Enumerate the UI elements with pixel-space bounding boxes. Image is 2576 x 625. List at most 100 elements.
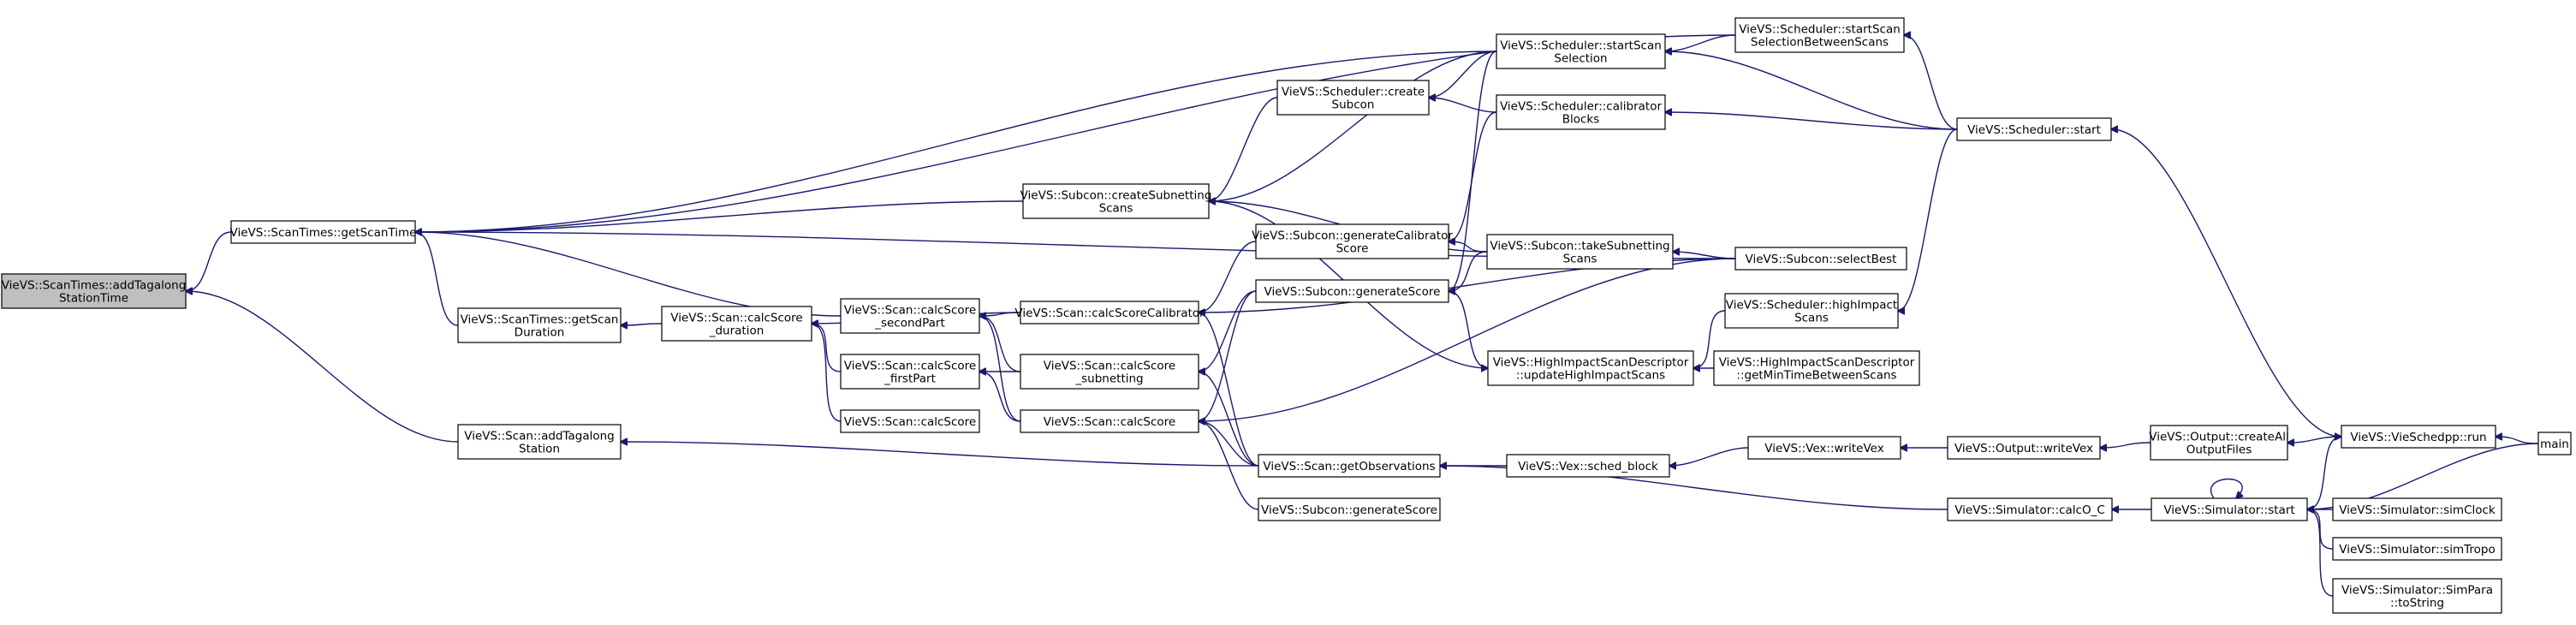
node-box[interactable] [1022, 183, 1210, 219]
node-label-line: VieVS::Scheduler::startScan [1739, 23, 1901, 37]
node-selectBest[interactable]: VieVS::Subcon::selectBest [1734, 247, 1907, 271]
node-subconGenerateScoreBottom[interactable]: VieVS::Subcon::generateScore [1258, 497, 1441, 521]
node-box[interactable] [1724, 293, 1899, 329]
node-box[interactable] [1713, 350, 1920, 386]
node-box[interactable] [2151, 497, 2308, 521]
node-box[interactable] [1496, 94, 1666, 130]
edge-schedulerStart-to-startScanSelectionBetweenScans [1904, 35, 1958, 130]
node-label-line: Subcon [1332, 98, 1375, 112]
node-label-line: VieVS::Scan::addTagalong [464, 430, 615, 443]
node-box[interactable] [840, 354, 980, 390]
node-box[interactable] [2332, 497, 2502, 521]
node-label-line: VieVS::Vex::sched_block [1518, 460, 1658, 473]
node-calcScoreSecondPart[interactable]: VieVS::Scan::calcScore_secondPart [840, 298, 980, 334]
node-vieSchedppRun[interactable]: VieVS::VieSchedpp::run [2341, 425, 2496, 449]
node-box[interactable] [1956, 117, 2112, 141]
node-box[interactable] [1255, 223, 1449, 259]
node-label-line: VieVS::Simulator::start [2163, 503, 2294, 517]
node-calcScoreFirstPart[interactable]: VieVS::Scan::calcScore_firstPart [840, 354, 980, 390]
node-simClock[interactable]: VieVS::Simulator::simClock [2332, 497, 2502, 521]
node-simTropo[interactable]: VieVS::Simulator::simTropo [2332, 537, 2502, 561]
node-label-line: SelectionBetweenScans [1751, 36, 1889, 50]
edge-schedulerStart-to-startScanSelection [1665, 51, 1958, 130]
node-box[interactable] [1734, 247, 1907, 271]
edge-generateCalibratorScore-to-calcScoreCalibrator [1199, 241, 1257, 312]
edge-addTagalongStation-to-addTagalongStationTime [186, 291, 459, 443]
node-label-line: ::toString [2390, 597, 2444, 610]
node-simParaToString[interactable]: VieVS::Simulator::SimPara::toString [2332, 578, 2502, 614]
node-box[interactable] [457, 424, 622, 460]
node-box[interactable] [1747, 436, 1901, 460]
node-calcScoreCalibrator[interactable]: VieVS::Scan::calcScoreCalibrator [1014, 301, 1205, 324]
node-box[interactable] [1947, 436, 2101, 460]
node-box[interactable] [230, 220, 416, 244]
node-startScanSelectionBetweenScans[interactable]: VieVS::Scheduler::startScanSelectionBetw… [1734, 17, 1905, 53]
node-calcScoreDuration[interactable]: VieVS::Scan::calcScore_duration [661, 306, 812, 342]
node-box[interactable] [457, 307, 622, 343]
node-getObservations[interactable]: VieVS::Scan::getObservations [1258, 454, 1441, 478]
node-box[interactable] [840, 298, 980, 334]
node-box[interactable] [1258, 454, 1441, 478]
node-getMinTimeBetweenScans[interactable]: VieVS::HighImpactScanDescriptor::getMinT… [1713, 350, 1920, 386]
nodes: VieVS::ScanTimes::addTagalongStationTime… [1, 17, 2572, 614]
node-box[interactable] [1486, 234, 1674, 270]
node-box[interactable] [840, 409, 980, 433]
edge-getObservations-to-scanCalcScoreB [1199, 421, 1259, 467]
node-box[interactable] [1506, 454, 1670, 478]
node-box[interactable] [2341, 425, 2496, 449]
node-label-line: VieVS::VieSchedpp::run [2350, 431, 2486, 444]
node-box[interactable] [1020, 409, 1199, 433]
node-box[interactable] [1734, 17, 1905, 53]
node-label-line: VieVS::Scan::getObservations [1263, 460, 1435, 473]
node-box[interactable] [2150, 425, 2288, 461]
node-box[interactable] [1947, 497, 2113, 521]
edge-subconGenerateScoreBottom-to-scanCalcScoreB [1199, 421, 1259, 510]
node-box[interactable] [1258, 497, 1441, 521]
node-main[interactable]: main [2537, 432, 2572, 455]
node-label-line: Scans [1099, 202, 1133, 216]
node-box[interactable] [1020, 301, 1199, 324]
node-label-line: Scans [1563, 253, 1597, 266]
node-box[interactable] [661, 306, 812, 342]
node-scanCalcScoreB[interactable]: VieVS::Scan::calcScore [1020, 409, 1199, 433]
node-calcOC[interactable]: VieVS::Simulator::calcO_C [1947, 497, 2113, 521]
node-schedBlock[interactable]: VieVS::Vex::sched_block [1506, 454, 1670, 478]
node-vexWriteVex[interactable]: VieVS::Vex::writeVex [1747, 436, 1901, 460]
node-box[interactable] [1255, 279, 1449, 303]
node-label-line: VieVS::ScanTimes::getScan [461, 313, 619, 327]
node-label-line: VieVS::Simulator::simClock [2339, 503, 2496, 517]
node-box[interactable] [2332, 578, 2502, 614]
node-outputWriteVex[interactable]: VieVS::Output::writeVex [1947, 436, 2101, 460]
node-box[interactable] [1496, 33, 1666, 69]
node-box[interactable] [2332, 537, 2502, 561]
node-label-line: ::updateHighImpactScans [1516, 369, 1665, 383]
node-scanCalcScoreA[interactable]: VieVS::Scan::calcScore [840, 409, 980, 433]
node-box[interactable] [1020, 354, 1199, 390]
node-label-line: Scans [1794, 312, 1829, 325]
node-getScanTime[interactable]: VieVS::ScanTimes::getScanTime [230, 220, 417, 244]
node-box[interactable] [2537, 432, 2572, 455]
node-box[interactable] [1487, 350, 1694, 386]
edge-calcScoreSecondPart-to-getScanTime [415, 232, 842, 317]
node-simulatorStart[interactable]: VieVS::Simulator::start [2151, 497, 2308, 521]
node-updateHighImpactScans[interactable]: VieVS::HighImpactScanDescriptor::updateH… [1487, 350, 1694, 386]
node-label-line: _subnetting [1074, 372, 1143, 386]
node-schedulerStart[interactable]: VieVS::Scheduler::start [1956, 117, 2112, 141]
node-box[interactable] [1, 273, 187, 309]
node-subconGenerateScore[interactable]: VieVS::Subcon::generateScore [1255, 279, 1449, 303]
node-calcScoreSubnetting[interactable]: VieVS::Scan::calcScore_subnetting [1020, 354, 1199, 390]
node-box[interactable] [1276, 80, 1430, 116]
edge-scanCalcScoreB-to-calcScoreFirstPart [979, 372, 1021, 422]
